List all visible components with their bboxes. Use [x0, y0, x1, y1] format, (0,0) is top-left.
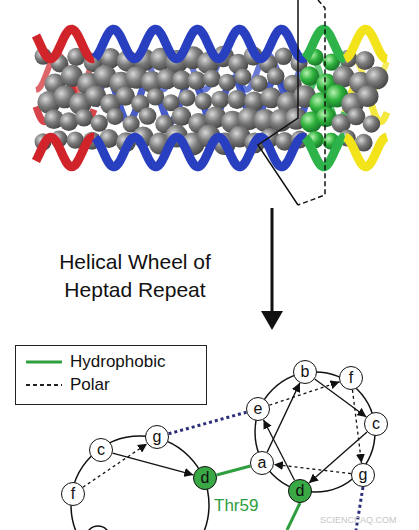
residue-circle: e: [246, 397, 270, 421]
helix-ribbon: [95, 137, 305, 167]
residue-circle: f: [339, 366, 363, 390]
heptad-position: c: [97, 441, 105, 459]
side-chain-sphere: [347, 107, 365, 125]
heptad-connector: [267, 383, 300, 452]
residue-circle: g: [351, 463, 375, 487]
residue-circle: f: [61, 482, 85, 506]
legend-line: [26, 384, 62, 386]
heptad-position: b: [301, 363, 310, 381]
heptad-position: c: [372, 415, 380, 433]
legend-entry: Hydrophobic: [24, 352, 165, 372]
side-chain-sphere: [139, 107, 157, 125]
legend-entry: Polar: [24, 375, 110, 395]
legend-text: Polar: [70, 375, 110, 395]
section-heading: Helical Wheel of Heptad Repeat: [35, 248, 235, 304]
residue-circle: c: [364, 412, 388, 436]
hydrophobic-link: [287, 503, 300, 530]
side-chain-sphere: [219, 74, 236, 91]
heptad-position: a: [258, 454, 267, 472]
helix-ribbon: [36, 137, 94, 167]
side-chain-sphere: [227, 90, 246, 109]
legend-sample: [24, 354, 64, 370]
helix-ribbon: [95, 29, 305, 59]
helix-ribbon: [345, 29, 387, 59]
heptad-position: f: [71, 485, 75, 503]
legend-sample: [24, 377, 64, 393]
side-chain-sphere: [235, 69, 252, 86]
residue-circle: [86, 526, 110, 530]
side-chain-sphere: [211, 91, 229, 109]
heptad-position: e: [254, 400, 263, 418]
heptad-position: d: [296, 482, 305, 500]
side-chain-sphere: [107, 108, 124, 125]
residue-label: Thr59: [214, 496, 284, 516]
side-chain-sphere: [172, 107, 191, 126]
heptad-connector: [217, 466, 251, 475]
down-arrow: [271, 208, 274, 314]
side-chain-sphere: [363, 115, 380, 132]
heptad-position: g: [153, 428, 162, 446]
heptad-connector: [169, 412, 247, 434]
side-chain-sphere: [275, 48, 292, 65]
helical-wheel: [255, 372, 375, 492]
side-chain-sphere: [91, 114, 108, 131]
residue-circle: b: [293, 360, 317, 384]
side-chain-sphere: [267, 67, 285, 85]
side-chain-sphere: [179, 90, 196, 107]
heptad-connector: [113, 453, 194, 475]
helix-ribbon: [36, 29, 387, 167]
legend-text: Hydrophobic: [70, 352, 165, 372]
residue-circle: c: [89, 438, 113, 462]
residue-circle: g: [145, 425, 169, 449]
heptad-position: f: [349, 369, 353, 387]
side-chain-sphere: [203, 70, 221, 88]
residue-circle: d: [193, 466, 217, 490]
side-chain-sphere: [75, 109, 93, 127]
heptad-connector: [269, 382, 339, 405]
residue-circle: a: [250, 451, 274, 475]
legend-box: HydrophobicPolar: [15, 345, 207, 405]
heptad-position: d: [201, 469, 210, 487]
helix-ribbon: [345, 137, 387, 167]
side-chain-sphere: [195, 92, 212, 109]
heptad-position: g: [359, 466, 368, 484]
cross-section-plane: [258, 0, 298, 205]
residue-circle: d: [288, 479, 312, 503]
cross-section-plane: [298, 0, 325, 205]
down-arrow-head: [261, 311, 283, 330]
helical-wheel: [71, 436, 209, 530]
helix-ribbon: [36, 29, 94, 59]
watermark: SCIENCEAQ.COM: [320, 514, 415, 526]
heptad-connector: [274, 464, 351, 473]
side-chain-sphere: [357, 85, 379, 107]
side-chain-sphere: [356, 51, 375, 70]
side-chain-sphere: [147, 88, 165, 106]
legend-line: [26, 361, 62, 364]
heptad-connector: [352, 390, 361, 463]
